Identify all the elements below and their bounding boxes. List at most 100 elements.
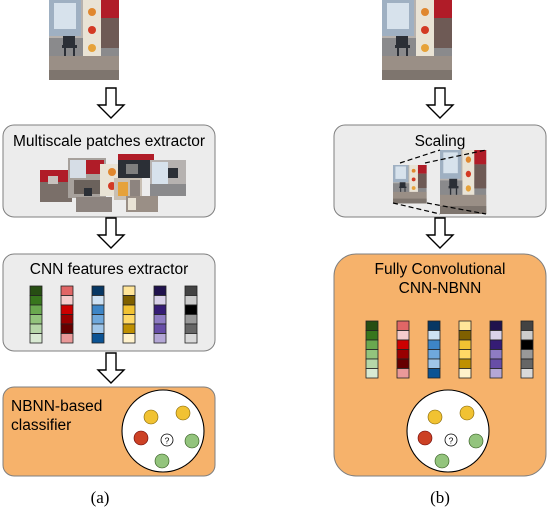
scaled-images-icon — [392, 149, 487, 215]
feature-cell — [365, 339, 379, 350]
room-photo-icon — [382, 0, 452, 80]
feature-cell — [29, 295, 43, 306]
feature-cell — [153, 304, 167, 315]
neighbor-dot — [143, 409, 159, 425]
feature-cell — [458, 339, 472, 350]
feature-cell — [458, 368, 472, 379]
feature-cell — [29, 304, 43, 315]
down-arrow-icon — [97, 352, 125, 384]
feature-vectors — [29, 285, 198, 344]
feature-cell — [520, 358, 534, 369]
neighbor-dot — [434, 453, 450, 469]
feature-cell — [427, 339, 441, 350]
fully-conv-label-line1: Fully Convolutional — [375, 261, 506, 278]
room-photo-icon — [49, 0, 119, 80]
feature-cell — [184, 295, 198, 306]
feature-cell — [427, 330, 441, 341]
fully-conv-label-line2: CNN-NBNN — [399, 280, 482, 297]
feature-cell — [458, 358, 472, 369]
feature-cell — [184, 333, 198, 344]
feature-cell — [29, 333, 43, 344]
neighbor-dot — [417, 430, 433, 446]
neighbor-dot — [154, 453, 170, 469]
feature-cell — [91, 323, 105, 334]
feature-cell — [122, 285, 136, 296]
caption-b: (b) — [430, 488, 450, 507]
caption-a: (a) — [91, 488, 110, 507]
neighbor-dot — [427, 409, 443, 425]
feature-cell — [122, 295, 136, 306]
query-point — [160, 433, 174, 447]
feature-cell — [122, 333, 136, 344]
cnn-features-extractor-label: CNN features extractor — [30, 261, 189, 278]
feature-cell — [29, 285, 43, 296]
feature-cell — [365, 358, 379, 369]
feature-cell — [60, 314, 74, 325]
patches-extractor-label: Multiscale patches extractor — [13, 133, 205, 150]
feature-cell — [489, 368, 503, 379]
feature-cell — [520, 320, 534, 331]
feature-cell — [153, 295, 167, 306]
feature-cell — [489, 339, 503, 350]
down-arrow-icon — [426, 217, 454, 249]
down-arrow-icon — [97, 87, 125, 119]
neighbor-dot — [184, 433, 200, 449]
feature-cell — [91, 314, 105, 325]
feature-cell — [427, 320, 441, 331]
feature-cell — [184, 304, 198, 315]
feature-cell — [458, 330, 472, 341]
neighbor-dot — [175, 405, 191, 421]
feature-cell — [489, 349, 503, 360]
feature-cell — [396, 320, 410, 331]
feature-cell — [458, 320, 472, 331]
feature-cell — [427, 358, 441, 369]
feature-cell — [396, 339, 410, 350]
feature-cell — [153, 333, 167, 344]
feature-cell — [365, 330, 379, 341]
feature-cell — [520, 330, 534, 341]
feature-cell — [489, 330, 503, 341]
feature-cell — [91, 295, 105, 306]
query-symbol: ? — [449, 436, 454, 446]
feature-cell — [60, 333, 74, 344]
feature-cell — [122, 323, 136, 334]
neighbor-dot — [133, 430, 149, 446]
neighbor-dot — [459, 405, 475, 421]
feature-cell — [153, 285, 167, 296]
feature-cell — [60, 323, 74, 334]
feature-cell — [365, 320, 379, 331]
feature-cell — [520, 349, 534, 360]
feature-cell — [122, 304, 136, 315]
nbnn-classifier-label-line2: classifier — [11, 417, 71, 434]
feature-cell — [489, 320, 503, 331]
feature-cell — [520, 368, 534, 379]
feature-cell — [427, 368, 441, 379]
feature-cell — [29, 314, 43, 325]
feature-cell — [60, 304, 74, 315]
down-arrow-icon — [97, 217, 125, 249]
nbnn-classifier-label-line1: NBNN-based — [11, 398, 102, 415]
feature-cell — [396, 368, 410, 379]
feature-cell — [396, 358, 410, 369]
feature-cell — [60, 285, 74, 296]
feature-cell — [427, 349, 441, 360]
feature-cell — [489, 358, 503, 369]
panel-b: Scaling Fully Convolutional CNN-NBNN ? (… — [333, 0, 547, 507]
nbnn-neighbors-circle: ? — [121, 389, 205, 473]
query-symbol: ? — [165, 436, 170, 446]
feature-cell — [153, 323, 167, 334]
nbnn-neighbors-circle: ? — [406, 389, 490, 473]
feature-cell — [91, 304, 105, 315]
neighbor-dot — [468, 433, 484, 449]
feature-cell — [122, 314, 136, 325]
feature-cell — [520, 339, 534, 350]
feature-cell — [365, 368, 379, 379]
feature-cell — [184, 285, 198, 296]
feature-cell — [29, 323, 43, 334]
query-point — [444, 433, 458, 447]
feature-cell — [396, 330, 410, 341]
down-arrow-icon — [426, 87, 454, 119]
scaling-label: Scaling — [415, 133, 466, 150]
feature-cell — [91, 333, 105, 344]
